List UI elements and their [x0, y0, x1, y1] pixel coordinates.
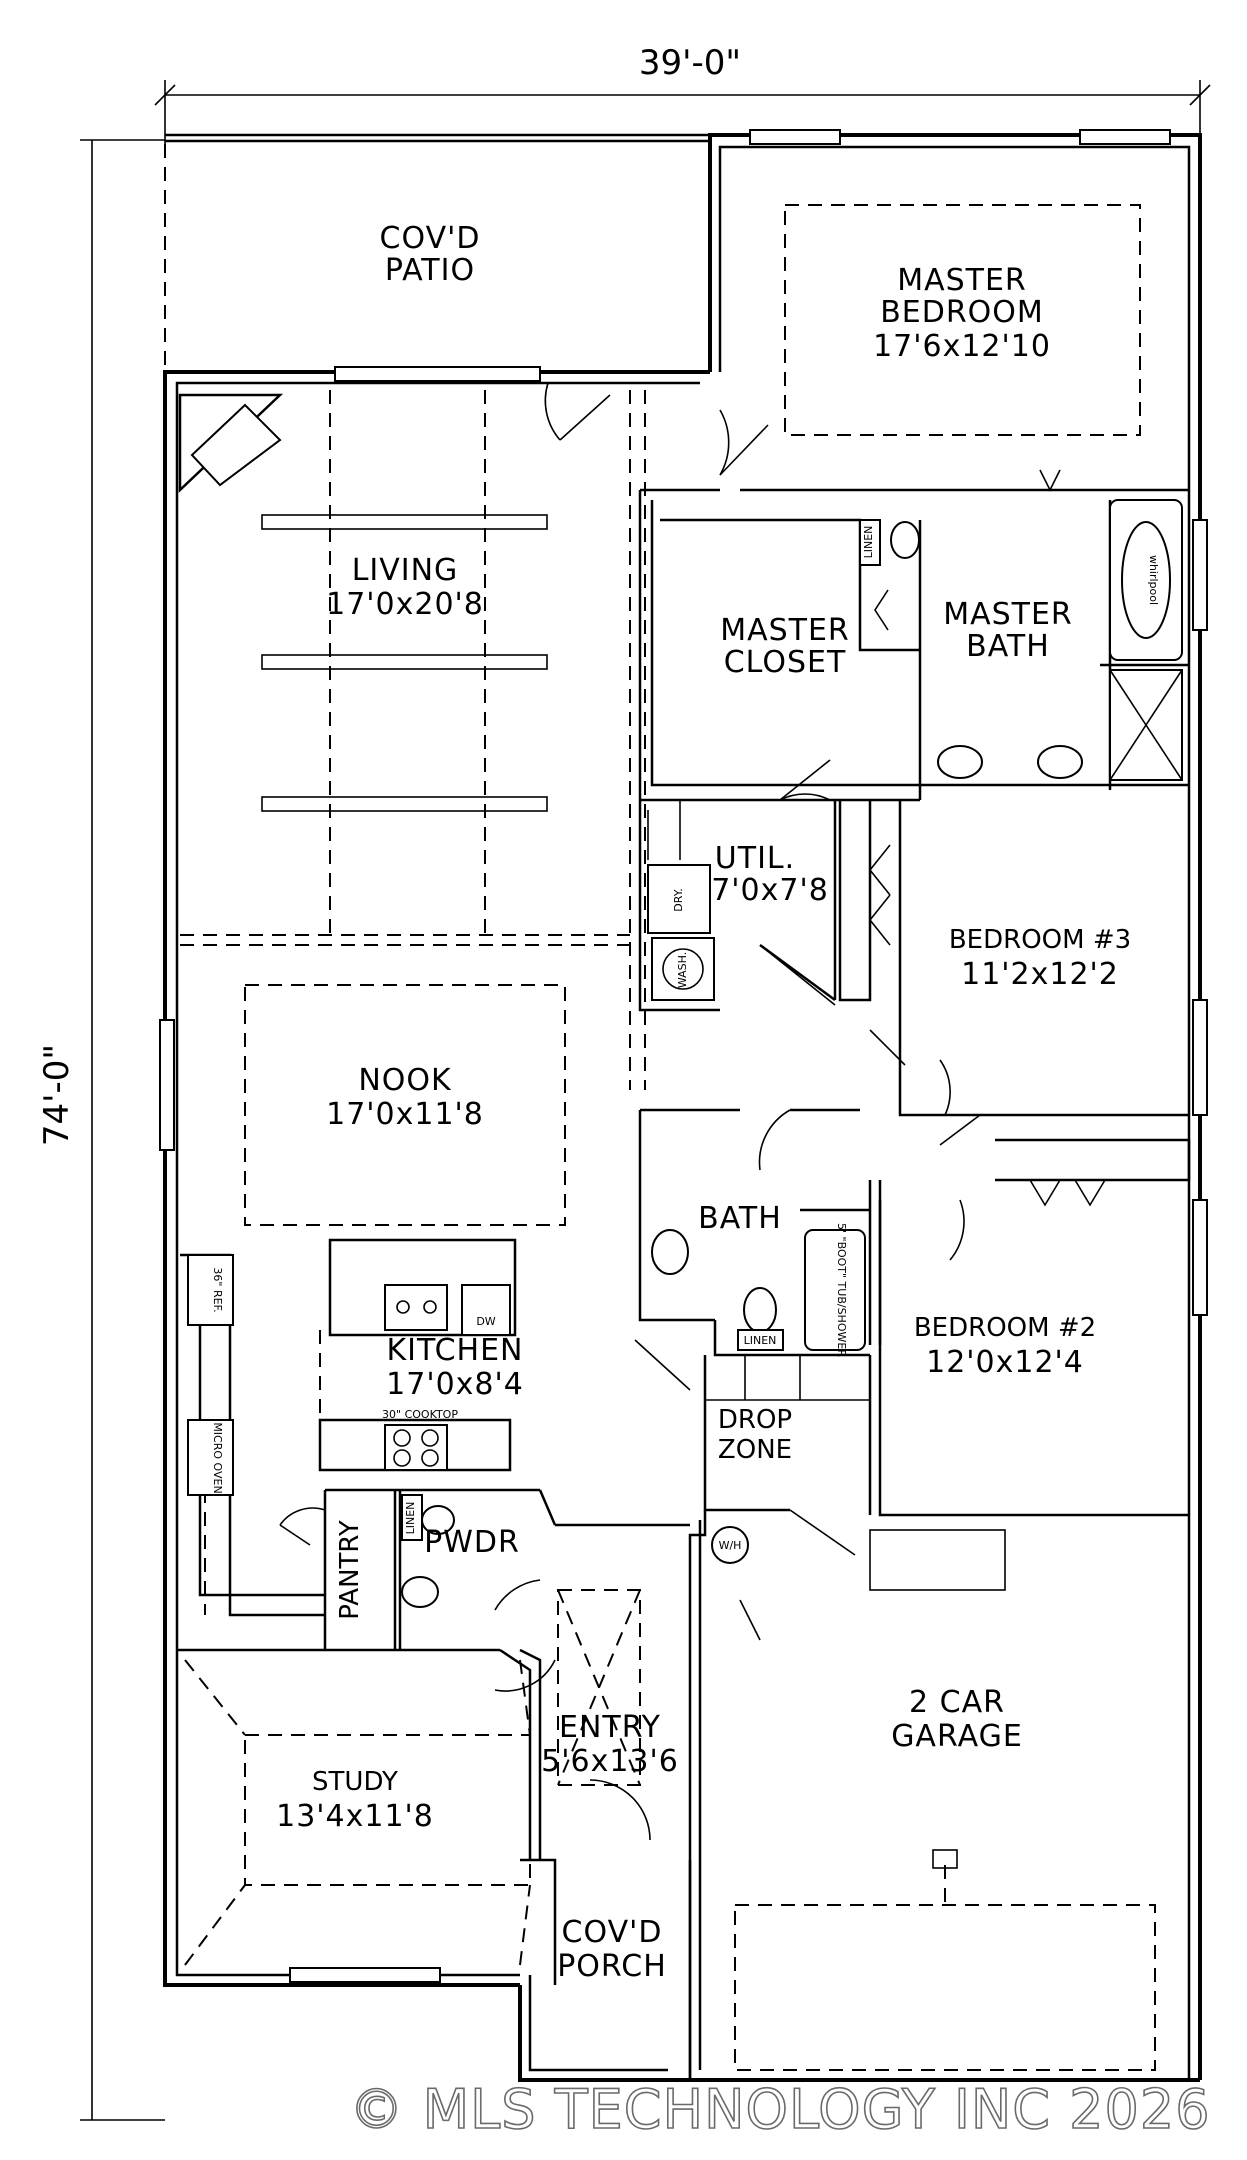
util-label: UTIL.: [715, 841, 795, 876]
fixtures: whirlpool LINEN DRY. WASH. LINEN 5' "BOO…: [187, 403, 1183, 1608]
master-bedroom-label-2: BEDROOM: [880, 295, 1044, 330]
master-bedroom-size: 17'6x12'10: [873, 329, 1051, 364]
covd-patio-label-1: COV'D: [380, 221, 481, 256]
garage-label-1: 2 CAR: [909, 1685, 1005, 1720]
master-bedroom-label-1: MASTER: [897, 263, 1027, 298]
master-linen-label: LINEN: [862, 526, 875, 559]
bath-linen-label: LINEN: [744, 1334, 777, 1347]
refrigerator-label: 36" REF.: [211, 1267, 224, 1312]
study-size: 13'4x11'8: [276, 1799, 434, 1834]
bedroom3-size: 11'2x12'2: [961, 957, 1119, 992]
study-label: STUDY: [312, 1767, 398, 1797]
master-closet-label-1: MASTER: [720, 613, 850, 648]
master-sink-left-icon: [937, 745, 983, 779]
powder-linen-label: LINEN: [404, 1502, 417, 1535]
master-bath-label-1: MASTER: [943, 597, 1073, 632]
bath-toilet-icon: [743, 1287, 777, 1333]
water-heater-label: W/H: [719, 1539, 742, 1552]
master-toilet-icon: [890, 521, 920, 559]
bedroom2-size: 12'0x12'4: [926, 1345, 1084, 1380]
ceiling-dashed-lines: [180, 204, 1156, 2071]
covd-porch-label-1: COV'D: [562, 1915, 663, 1950]
kitchen-label: KITCHEN: [387, 1333, 524, 1368]
water-heater-icon: [711, 1526, 749, 1564]
bedroom2-label: BEDROOM #2: [914, 1313, 1096, 1343]
width-dimension: 39'-0": [154, 43, 1211, 145]
powder-label: PWDR: [424, 1525, 520, 1560]
depth-dimension: 74'-0": [37, 139, 165, 2121]
living-beams: [261, 514, 548, 812]
whirlpool-label: whirlpool: [1147, 555, 1160, 605]
dishwasher-label: DW: [476, 1315, 495, 1328]
bedroom3-label: BEDROOM #3: [949, 925, 1131, 955]
kitchen-size: 17'0x8'4: [386, 1367, 524, 1402]
pantry-label: PANTRY: [335, 1520, 365, 1620]
drop-zone-label-2: ZONE: [718, 1435, 792, 1465]
interior-walls: [177, 393, 1191, 2080]
entry-size: 5'6x13'6: [541, 1744, 679, 1779]
microwave-oven-label: MICRO OVEN: [211, 1422, 224, 1493]
master-bath-label-2: BATH: [966, 629, 1050, 664]
watermark-text: © MLS TECHNOLOGY INC 2026: [349, 2078, 1210, 2141]
master-closet-label-2: CLOSET: [724, 645, 847, 680]
powder-toilet-icon: [421, 1505, 455, 1535]
width-dimension-label: 39'-0": [639, 43, 741, 83]
living-size: 17'0x20'8: [326, 587, 484, 622]
room-labels: COV'D PATIO MASTER BEDROOM 17'6x12'10 LI…: [276, 221, 1131, 1984]
master-sink-right-icon: [1037, 745, 1083, 779]
doors: [279, 382, 1106, 1841]
bath-sink-icon: [651, 1229, 689, 1275]
powder-sink-icon: [401, 1576, 439, 1608]
drop-zone-label-1: DROP: [718, 1405, 792, 1435]
covd-porch-label-2: PORCH: [557, 1949, 667, 1984]
washer-label: WASH.: [676, 952, 689, 988]
dryer-label: DRY.: [672, 888, 685, 911]
exterior-walls: [159, 129, 1208, 2082]
nook-label: NOOK: [358, 1063, 452, 1098]
garage-label-2: GARAGE: [891, 1719, 1023, 1754]
entry-label: ENTRY: [559, 1710, 661, 1745]
depth-dimension-label: 74'-0": [37, 1044, 77, 1146]
cooktop-label: 30" COOKTOP: [382, 1408, 458, 1421]
covd-patio-label-2: PATIO: [385, 253, 475, 288]
tub-shower-label: 5' "BOOT" TUB/SHOWER: [835, 1223, 848, 1357]
nook-size: 17'0x11'8: [326, 1097, 484, 1132]
bath-label: BATH: [698, 1201, 782, 1236]
living-label: LIVING: [352, 553, 459, 588]
util-size: 7'0x7'8: [711, 873, 829, 908]
